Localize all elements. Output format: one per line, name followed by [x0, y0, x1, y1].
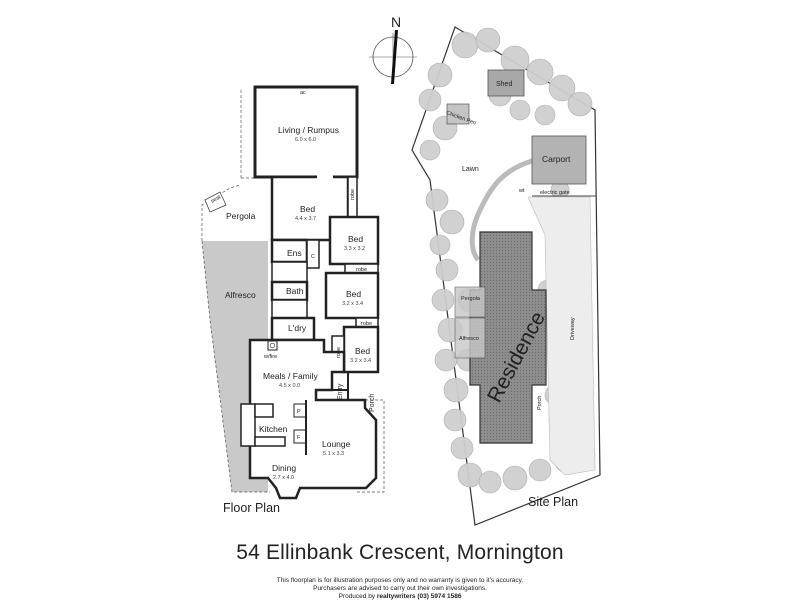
label-carport: Carport	[542, 154, 571, 164]
producer-brand: realtywriters (03) 5974 1586	[376, 593, 462, 600]
label-robe-4: robe	[336, 347, 342, 358]
label-pergola: Pergola	[226, 211, 256, 221]
label-wood-fire: w/fire	[263, 354, 277, 360]
label-electric-gate: electric gate	[540, 190, 570, 196]
disclaimer-line-2: Purchasers are advised to carry out thei…	[313, 585, 487, 592]
label-robe-2: robe	[356, 267, 367, 273]
label-porch: Porch	[369, 394, 376, 412]
label-bed-1: Bed	[300, 204, 315, 214]
label-lounge: Lounge	[322, 439, 351, 449]
label-lawn: Lawn	[462, 166, 479, 173]
label-bath: Bath	[286, 286, 304, 296]
label-seat: seat	[210, 194, 222, 205]
label-laundry: L'dry	[288, 323, 307, 333]
dims-dining: 2.7 x 4.0	[273, 475, 294, 481]
label-site-alfresco: Alfresco	[459, 336, 479, 342]
dims-bed-1: 4.4 x 3.7	[295, 216, 316, 222]
label-ac: ac	[300, 90, 306, 96]
label-bed-2: Bed	[348, 234, 363, 244]
dims-meals-family: 4.5 x 0.0	[279, 383, 300, 389]
label-ensuite: Ens	[287, 248, 302, 258]
label-robe-3: robe	[361, 321, 372, 327]
label-robe-1: robe	[350, 189, 356, 200]
produced-by-label: Produced by	[338, 593, 377, 600]
floor-plan-title: Floor Plan	[223, 501, 280, 515]
label-dining: Dining	[272, 463, 296, 473]
label-water-tank: wt	[518, 188, 525, 194]
label-alfresco: Alfresco	[225, 290, 256, 300]
disclaimer-line-3: Produced by realtywriters (03) 5974 1586	[0, 593, 800, 600]
floor-plan: ac Living / Rumpus 6.0 x 6.0 Bed 4.4 x 3…	[201, 85, 385, 515]
label-site-porch: Porch	[537, 396, 543, 410]
carport-building	[531, 135, 587, 185]
room-bed-2	[328, 215, 380, 266]
room-meals-family	[248, 338, 378, 500]
dims-bed-4: 3.2 x 3.4	[350, 358, 371, 364]
dims-lounge: 5.1 x 3.3	[323, 451, 344, 457]
label-bed-3: Bed	[346, 289, 361, 299]
compass: N	[369, 14, 417, 84]
label-entry: Entry	[337, 383, 344, 400]
shed-building	[487, 69, 525, 97]
site-plan-title: Site Plan	[528, 495, 578, 509]
dims-bed-3: 3.2 x 3.4	[342, 301, 363, 307]
label-cupboard: C	[311, 254, 315, 260]
disclaimer-line-1: This floorplan is for illustration purpo…	[276, 577, 524, 584]
compass-north-label: N	[391, 14, 401, 30]
label-living-rumpus: Living / Rumpus	[278, 125, 339, 135]
label-fridge: F	[297, 435, 301, 441]
label-site-pergola: Pergola	[461, 296, 481, 302]
label-meals-family: Meals / Family	[263, 371, 319, 381]
dims-bed-2: 3.3 x 3.2	[344, 246, 365, 252]
label-shed: Shed	[496, 81, 512, 88]
property-address: 54 Ellinbank Crescent, Mornington	[236, 541, 564, 564]
label-pantry: P	[297, 409, 301, 415]
site-plan: Shed Chicken Pen Lawn Carport wt electri…	[411, 26, 601, 526]
room-bed-3	[324, 271, 380, 320]
label-driveway: Driveway	[570, 317, 576, 340]
compass-needle	[391, 30, 398, 84]
dims-living-rumpus: 6.0 x 6.0	[295, 137, 316, 143]
label-bed-4: Bed	[355, 346, 370, 356]
label-kitchen: Kitchen	[259, 424, 288, 434]
